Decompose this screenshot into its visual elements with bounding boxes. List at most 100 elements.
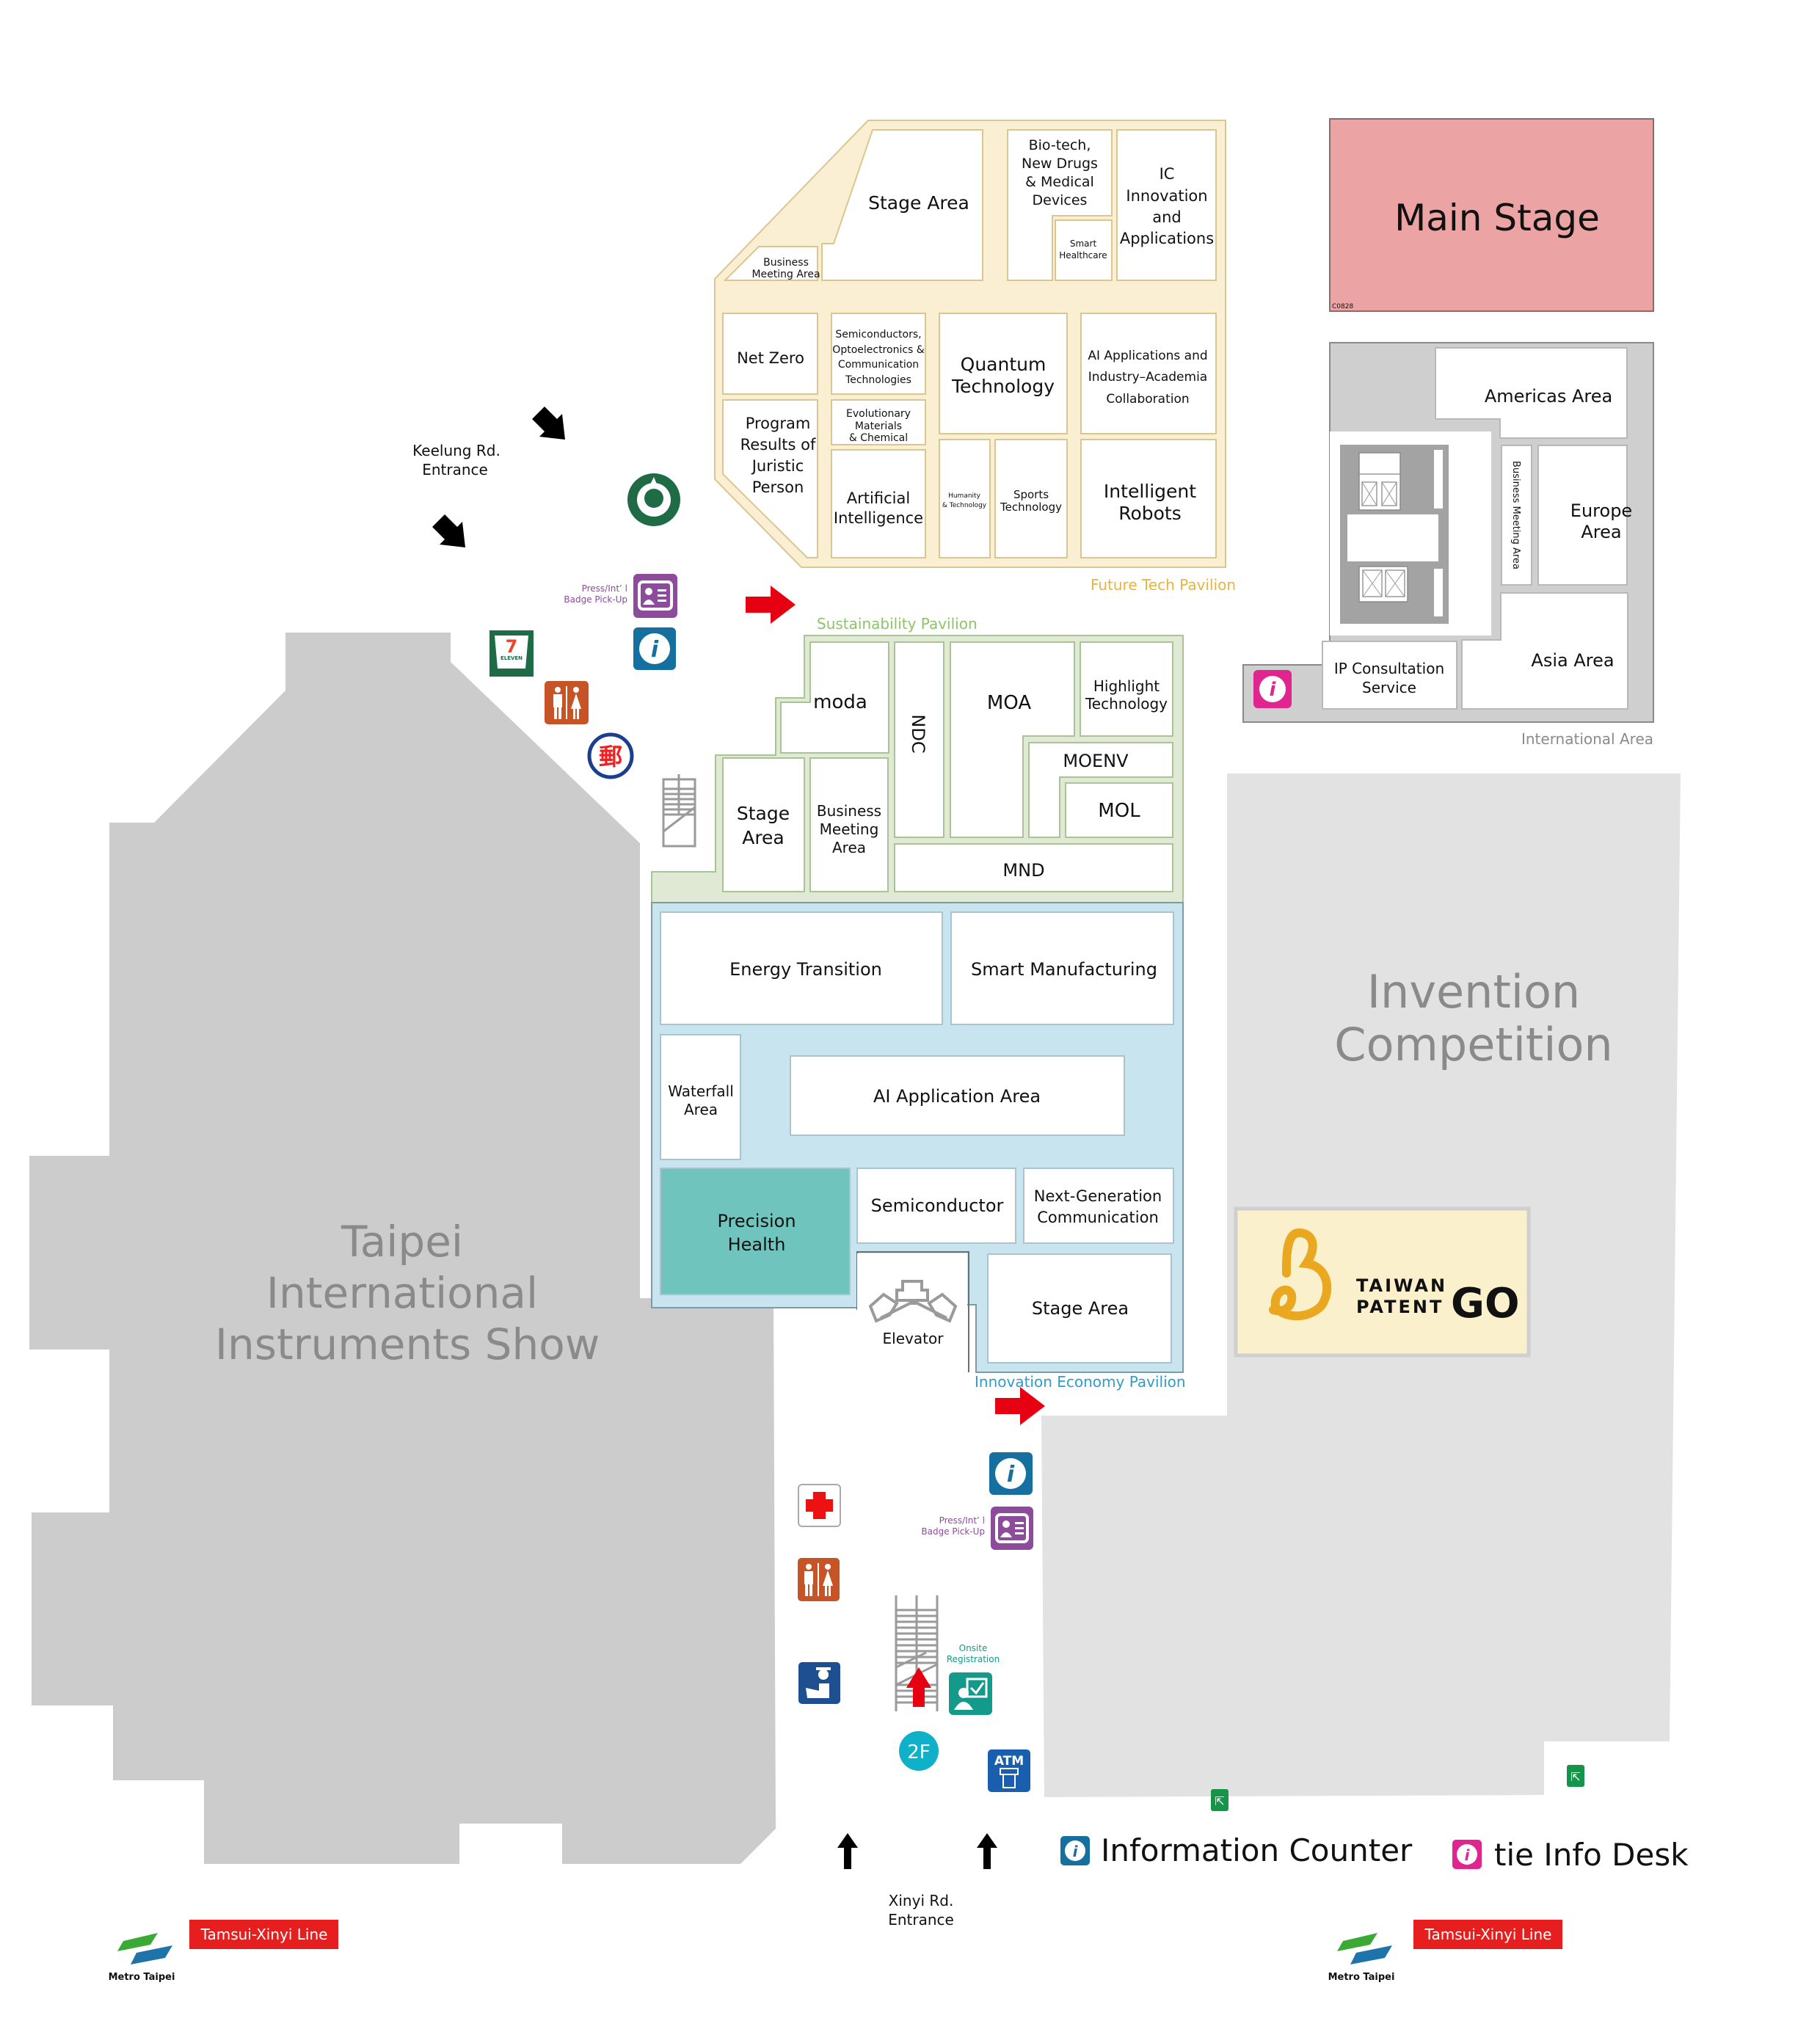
- ft-program-results[interactable]: [722, 399, 818, 558]
- ft-biotech-label-3: & Medical: [1025, 174, 1094, 190]
- ft-evolutionary-materials[interactable]: [831, 399, 926, 445]
- red-direction-arrow-icon: [995, 1387, 1045, 1425]
- patent-go-b-icon: [1269, 1228, 1332, 1321]
- inn-ai-application-area[interactable]: [790, 1055, 1125, 1136]
- ft-quantum-technology[interactable]: [939, 313, 1068, 434]
- sus-highlight-technology[interactable]: [1080, 641, 1173, 737]
- ft-ai-apps-label-1: AI Applications and: [1088, 349, 1207, 363]
- post-office-icon[interactable]: 郵: [587, 732, 634, 779]
- ft-ic-innovation[interactable]: [1116, 129, 1217, 281]
- security-icon[interactable]: [798, 1662, 840, 1704]
- sus-ndc[interactable]: [894, 641, 944, 838]
- legend-tie-desk-label: tie Info Desk: [1494, 1837, 1689, 1873]
- inn-smart-manufacturing[interactable]: [950, 911, 1174, 1025]
- inn-elevator[interactable]: Elevator: [856, 1251, 969, 1372]
- badge-pickup-label-1: Press/Int’ l: [582, 583, 627, 594]
- first-aid-icon[interactable]: [798, 1484, 841, 1527]
- atm-icon[interactable]: ATM: [988, 1749, 1030, 1792]
- ft-business-meeting-area[interactable]: [723, 246, 818, 281]
- ft-ic-label-3: and: [1152, 208, 1182, 226]
- ft-stage-area[interactable]: [821, 129, 983, 281]
- inn-precision-label-2: Health: [728, 1234, 786, 1255]
- sus-mol[interactable]: [1065, 782, 1173, 838]
- floor-2f-badge[interactable]: 2F: [899, 1731, 939, 1771]
- ft-biotech[interactable]: [1007, 129, 1113, 281]
- keelung-entrance-label-1: Keelung Rd.: [412, 442, 500, 459]
- sus-moa[interactable]: [950, 641, 1075, 838]
- badge-pickup-icon[interactable]: [991, 1507, 1033, 1550]
- patent-go-go-text: GO: [1451, 1280, 1520, 1328]
- ft-robots-label-1: Intelligent: [1104, 481, 1196, 502]
- sus-moda[interactable]: [780, 641, 889, 754]
- svg-text:郵: 郵: [599, 743, 622, 771]
- inn-waterfall-label-2: Area: [684, 1101, 718, 1118]
- sus-moda-label: moda: [813, 691, 867, 713]
- instruments-show-area[interactable]: [29, 633, 776, 1864]
- ft-smart-healthcare-label-1: Smart: [1070, 238, 1097, 249]
- inn-next-gen-label-1: Next-Generation: [1034, 1187, 1162, 1205]
- ft-artificial-intelligence[interactable]: [831, 449, 926, 558]
- instruments-show-title-3: Instruments Show: [215, 1319, 600, 1369]
- intl-asia-area[interactable]: [1461, 592, 1628, 710]
- intl-ip-consultation[interactable]: [1322, 641, 1457, 710]
- sustainability-pavilion: moda NDC MOA Highlight Technology MOENV …: [651, 615, 1184, 903]
- invention-competition-hall[interactable]: Invention Competition TAIWAN PATENT GO ⇱…: [1041, 773, 1681, 1811]
- sustainability-pavilion-label: Sustainability Pavilion: [817, 615, 978, 633]
- ft-biotech-label-1: Bio-tech,: [1029, 137, 1091, 153]
- sus-highlight-label-2: Technology: [1085, 695, 1168, 713]
- onsite-registration-icon[interactable]: [949, 1672, 992, 1715]
- inn-ai-app-label: AI Application Area: [873, 1086, 1041, 1107]
- instruments-show-hall[interactable]: Taipei International Instruments Show: [29, 633, 776, 1864]
- ft-ai-applications[interactable]: [1080, 313, 1217, 434]
- sus-bma-label-1: Business: [817, 802, 881, 820]
- ft-net-zero[interactable]: [722, 313, 818, 395]
- ft-sports-label-2: Technology: [1000, 500, 1062, 514]
- ft-robots-label-2: Robots: [1118, 503, 1182, 524]
- metro-station-left[interactable]: Metro Taipei Tamsui-Xinyi Line: [109, 1920, 338, 1983]
- svg-text:i: i: [651, 637, 659, 663]
- xinyi-entrance-arrow-icon: [977, 1833, 997, 1869]
- information-counter-icon[interactable]: i: [633, 627, 676, 670]
- main-stage[interactable]: Main Stage C0828: [1329, 118, 1654, 312]
- starbucks-icon[interactable]: [627, 473, 680, 526]
- inn-elevator-label: Elevator: [883, 1330, 944, 1347]
- innovation-pavilion-label: Innovation Economy Pavilion: [975, 1373, 1186, 1391]
- inn-next-generation[interactable]: [1023, 1168, 1174, 1244]
- inn-energy-transition[interactable]: [660, 911, 943, 1025]
- patent-go-taiwan-text: TAIWAN: [1356, 1275, 1447, 1296]
- elevator-core-icon: [1340, 445, 1449, 624]
- inn-stage-label: Stage Area: [1032, 1298, 1129, 1319]
- intl-europe-label-1: Europe: [1570, 500, 1632, 521]
- intl-business-meeting-area[interactable]: [1501, 445, 1532, 586]
- ft-program-label-2: Results of: [740, 436, 816, 454]
- future-tech-pavilion-label: Future Tech Pavilion: [1091, 576, 1236, 594]
- restroom-icon[interactable]: [798, 1558, 840, 1601]
- ft-intelligent-robots[interactable]: [1080, 439, 1217, 558]
- ft-smart-healthcare[interactable]: [1055, 219, 1113, 281]
- information-counter-icon[interactable]: i: [989, 1452, 1033, 1495]
- sus-moenv[interactable]: [1028, 742, 1173, 838]
- inn-waterfall-area[interactable]: [660, 1034, 741, 1160]
- ft-humanity-technology[interactable]: [939, 439, 991, 558]
- future-tech-pavilion: Stage Area Business Meeting Area Bio-tec…: [714, 120, 1236, 594]
- seven-eleven-icon[interactable]: 7 ELEVEN: [489, 630, 534, 677]
- badge-pickup-icon[interactable]: [633, 574, 677, 618]
- ft-sports-technology[interactable]: [994, 439, 1068, 558]
- ft-ic-label-4: Applications: [1120, 230, 1214, 247]
- tie-info-desk-icon[interactable]: i: [1253, 670, 1292, 708]
- restroom-icon[interactable]: [545, 681, 589, 724]
- sus-business-meeting-area[interactable]: [809, 757, 889, 892]
- metro-station-right[interactable]: Metro Taipei Tamsui-Xinyi Line: [1328, 1920, 1562, 1983]
- intl-europe-area[interactable]: [1537, 445, 1628, 586]
- inn-precision-health[interactable]: [660, 1168, 851, 1295]
- ft-ai-label-2: Intelligence: [834, 509, 923, 527]
- inn-semiconductor[interactable]: [856, 1168, 1016, 1244]
- inn-next-gen-label-2: Communication: [1037, 1209, 1159, 1226]
- ft-semiconductors[interactable]: [831, 313, 926, 395]
- intl-americas-area[interactable]: [1435, 347, 1628, 439]
- inn-stage-area[interactable]: [987, 1253, 1172, 1363]
- sus-bma-label-3: Area: [832, 839, 866, 856]
- sus-mnd[interactable]: [894, 843, 1173, 892]
- ft-ai-apps-label-2: Industry–Academia: [1088, 370, 1207, 385]
- sus-stage-area[interactable]: [722, 757, 805, 892]
